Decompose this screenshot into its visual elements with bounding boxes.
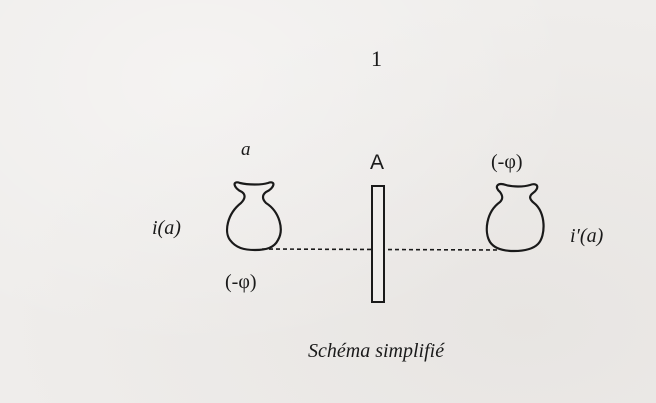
- label-object-a: a: [241, 139, 251, 160]
- vase-right-icon: [485, 183, 545, 253]
- label-image-right: i′(a): [570, 225, 604, 247]
- figure-caption: Schéma simplifié: [308, 340, 445, 362]
- label-image-left: i(a): [152, 217, 181, 239]
- label-phase-top: (-φ): [491, 151, 523, 173]
- screen-plate-A: [371, 185, 385, 303]
- label-screen-A: A: [370, 151, 385, 174]
- figure-number: 1: [371, 46, 382, 71]
- vase-left-icon: [226, 181, 282, 252]
- label-phase-bottom: (-φ): [225, 271, 257, 293]
